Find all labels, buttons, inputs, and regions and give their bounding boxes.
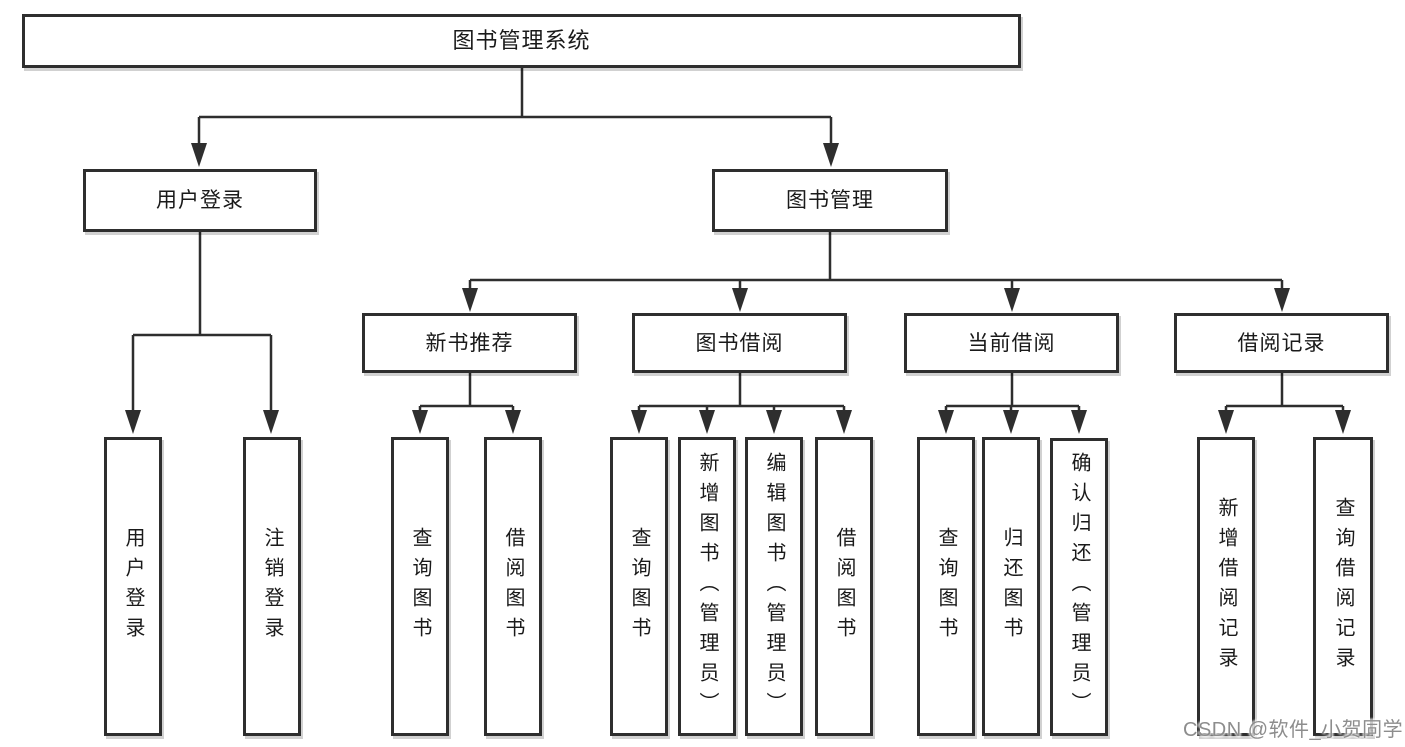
connector-current bbox=[938, 373, 1087, 434]
arrow-down-icon bbox=[1274, 288, 1290, 312]
node-new-book-rec-label: 新书推荐 bbox=[425, 331, 514, 355]
connector-borrow bbox=[631, 373, 852, 434]
arrow-down-icon bbox=[1003, 410, 1019, 434]
connector-book-mgmt bbox=[462, 232, 1290, 312]
arrow-down-icon bbox=[1218, 410, 1234, 434]
arrow-down-icon bbox=[823, 143, 839, 167]
leaf-current-return-label: 归还图书 bbox=[1000, 526, 1022, 647]
leaf-record-query-label: 查询借阅记录 bbox=[1332, 496, 1354, 677]
leaf-current-confirm: 确认归还（管理员） bbox=[1050, 438, 1108, 736]
node-current-borrow-label: 当前借阅 bbox=[967, 331, 1056, 355]
leaf-borrow-query: 查询图书 bbox=[610, 437, 668, 736]
leaf-borrow-add-label: 新增图书（管理员） bbox=[696, 451, 718, 722]
leaf-borrow-add: 新增图书（管理员） bbox=[678, 437, 736, 736]
connector-new-book bbox=[412, 373, 521, 434]
connector-user-login bbox=[125, 232, 279, 434]
leaf-newbook-borrow-label: 借阅图书 bbox=[502, 526, 524, 647]
arrow-down-icon bbox=[1004, 288, 1020, 312]
leaf-user-login-label: 用户登录 bbox=[122, 526, 144, 647]
node-user-login-group-label: 用户登录 bbox=[156, 189, 244, 212]
node-current-borrow: 当前借阅 bbox=[904, 313, 1119, 373]
leaf-current-query-label: 查询图书 bbox=[935, 526, 957, 647]
arrow-down-icon bbox=[732, 288, 748, 312]
node-book-borrow: 图书借阅 bbox=[632, 313, 847, 373]
arrow-down-icon bbox=[836, 410, 852, 434]
node-root: 图书管理系统 bbox=[22, 14, 1021, 68]
node-book-mgmt-group: 图书管理 bbox=[712, 169, 948, 232]
arrow-down-icon bbox=[412, 410, 428, 434]
leaf-record-add: 新增借阅记录 bbox=[1197, 437, 1255, 736]
arrow-down-icon bbox=[766, 410, 782, 434]
arrow-down-icon bbox=[699, 410, 715, 434]
arrow-down-icon bbox=[938, 410, 954, 434]
node-book-borrow-label: 图书借阅 bbox=[695, 331, 784, 355]
node-root-label: 图书管理系统 bbox=[452, 28, 591, 53]
leaf-borrow-query-label: 查询图书 bbox=[628, 526, 650, 647]
arrow-down-icon bbox=[263, 410, 279, 434]
leaf-borrow-edit-label: 编辑图书（管理员） bbox=[763, 451, 785, 722]
arrow-down-icon bbox=[1071, 410, 1087, 434]
node-user-login-group: 用户登录 bbox=[83, 169, 317, 232]
connector-root bbox=[191, 68, 839, 167]
node-borrow-records: 借阅记录 bbox=[1174, 313, 1389, 373]
leaf-logout-label: 注销登录 bbox=[261, 526, 283, 647]
leaf-logout: 注销登录 bbox=[243, 437, 301, 736]
arrow-down-icon bbox=[125, 410, 141, 434]
arrow-down-icon bbox=[505, 410, 521, 434]
arrow-down-icon bbox=[191, 143, 207, 167]
leaf-current-confirm-label: 确认归还（管理员） bbox=[1068, 452, 1090, 722]
leaf-borrow-borrow: 借阅图书 bbox=[815, 437, 873, 736]
connector-records bbox=[1218, 373, 1351, 434]
leaf-user-login: 用户登录 bbox=[104, 437, 162, 736]
leaf-newbook-query: 查询图书 bbox=[391, 437, 449, 736]
node-book-mgmt-group-label: 图书管理 bbox=[786, 189, 874, 212]
leaf-borrow-edit: 编辑图书（管理员） bbox=[745, 437, 803, 736]
arrow-down-icon bbox=[631, 410, 647, 434]
node-borrow-records-label: 借阅记录 bbox=[1237, 331, 1326, 355]
arrow-down-icon bbox=[1335, 410, 1351, 434]
node-new-book-rec: 新书推荐 bbox=[362, 313, 577, 373]
leaf-current-return: 归还图书 bbox=[982, 437, 1040, 736]
leaf-borrow-borrow-label: 借阅图书 bbox=[833, 526, 855, 647]
leaf-record-add-label: 新增借阅记录 bbox=[1215, 496, 1237, 677]
arrow-down-icon bbox=[462, 288, 478, 312]
leaf-current-query: 查询图书 bbox=[917, 437, 975, 736]
csdn-watermark: CSDN @软件_小贺同学 bbox=[1183, 719, 1404, 741]
leaf-newbook-query-label: 查询图书 bbox=[409, 526, 431, 647]
leaf-newbook-borrow: 借阅图书 bbox=[484, 437, 542, 736]
leaf-record-query: 查询借阅记录 bbox=[1313, 437, 1373, 736]
